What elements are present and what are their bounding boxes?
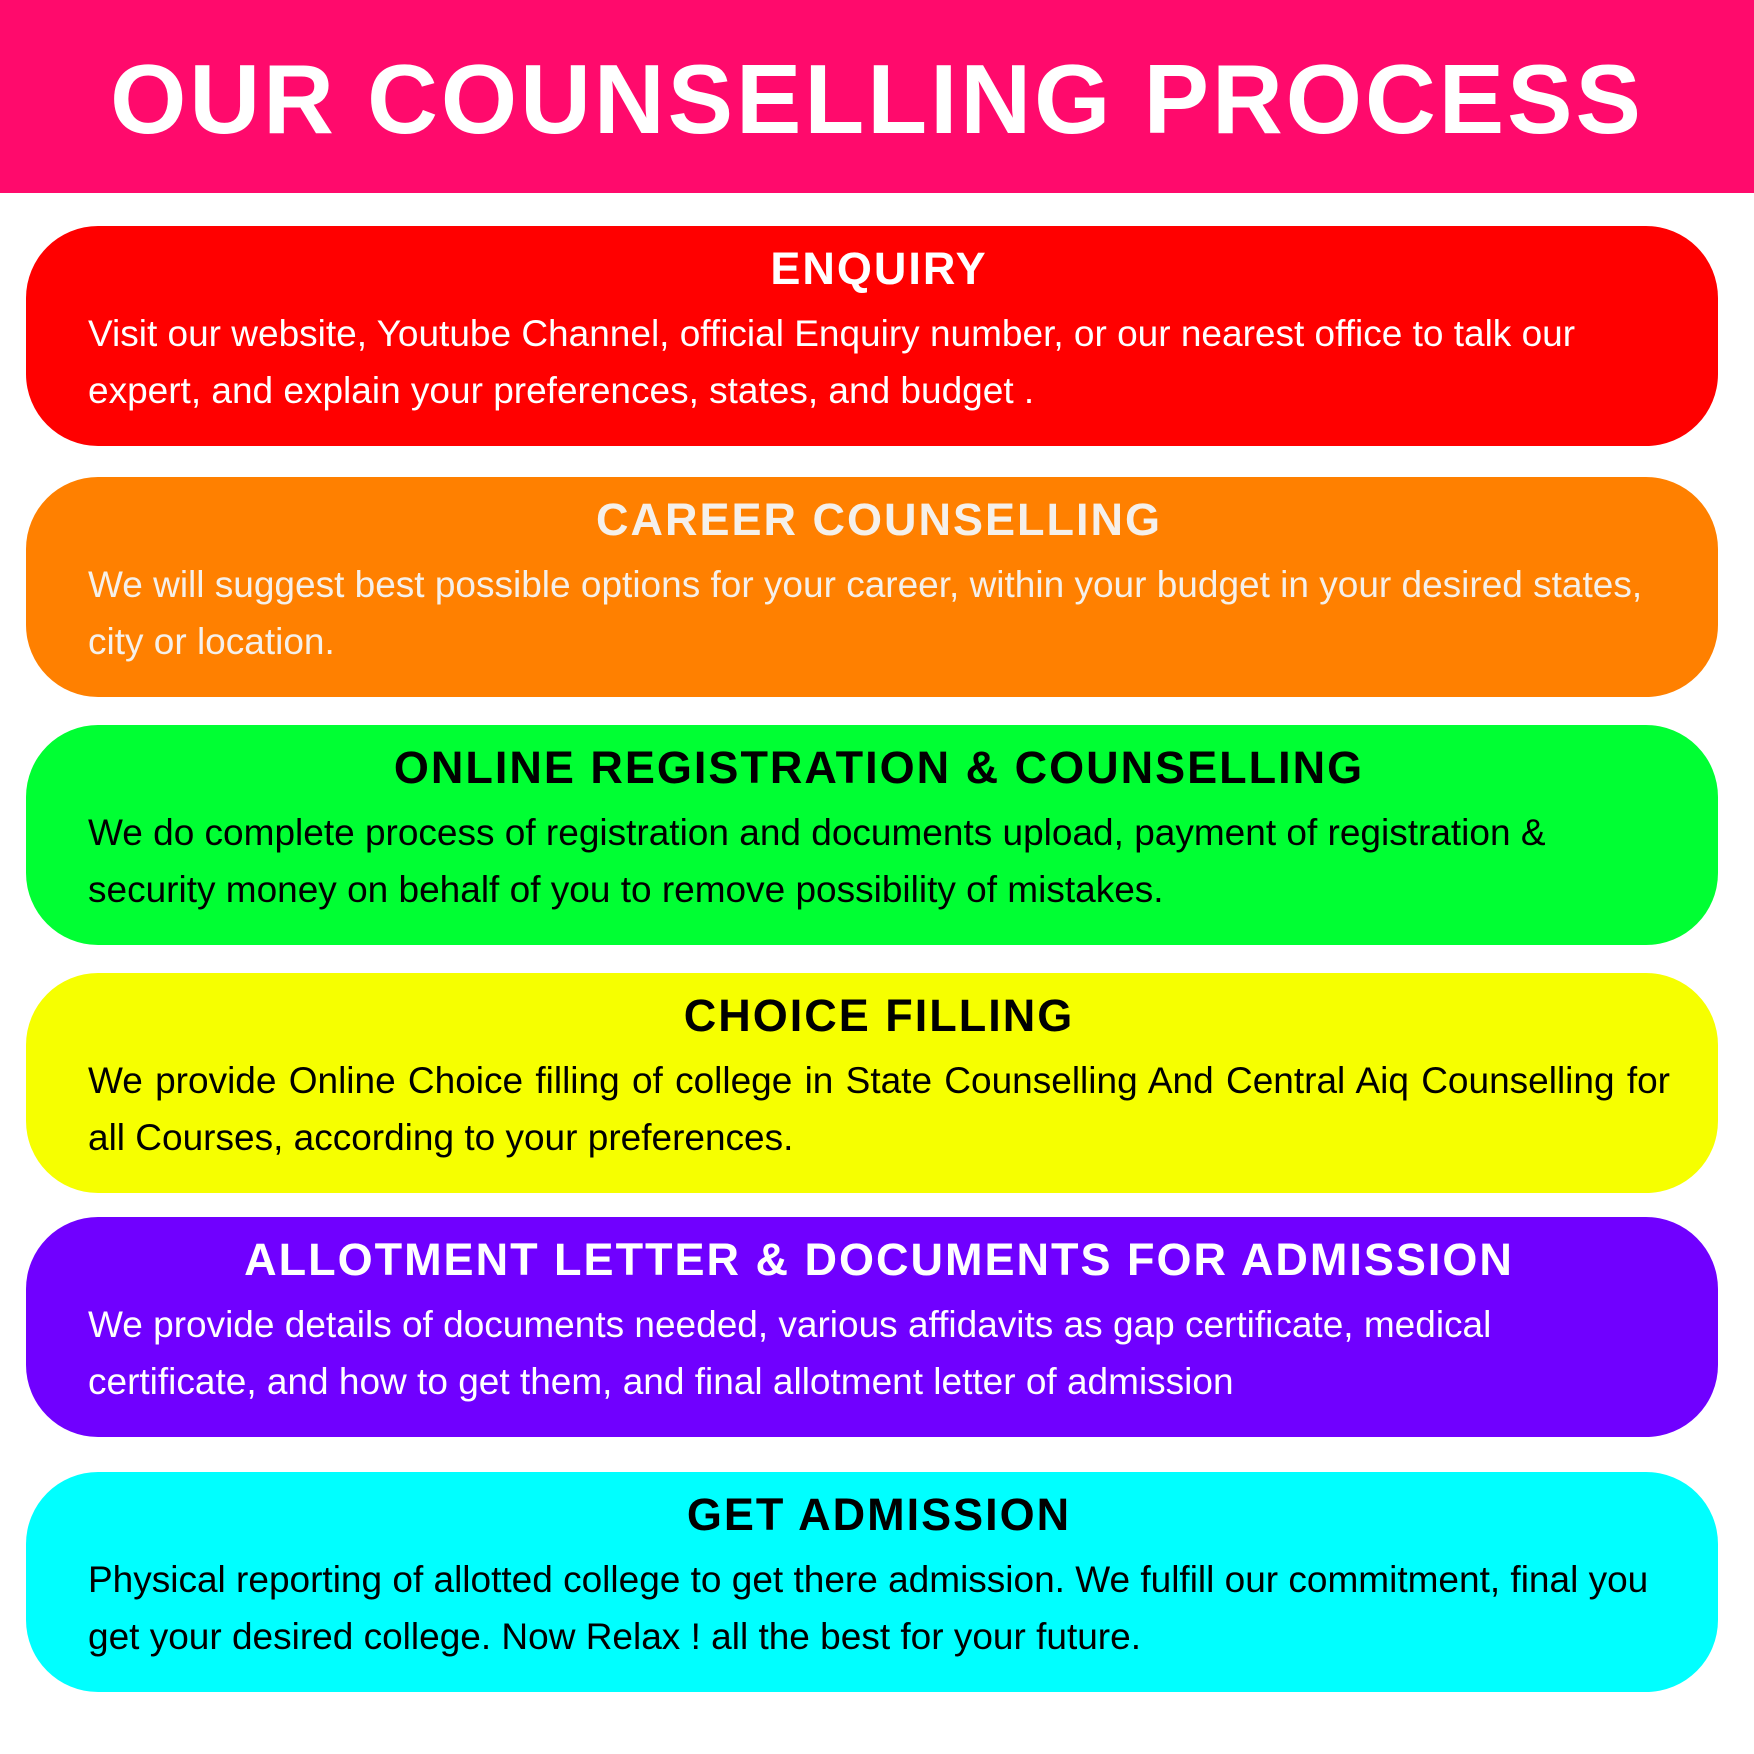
step-title: CAREER COUNSELLING [595, 494, 1163, 545]
step-online-registration: ONLINE REGISTRATION & COUNSELLING We do … [26, 725, 1718, 945]
step-title: ALLOTMENT LETTER & DOCUMENTS FOR ADMISSI… [244, 1234, 1514, 1285]
step-title: GET ADMISSION [686, 1489, 1072, 1540]
step-career-counselling: CAREER COUNSELLING We will suggest best … [26, 477, 1718, 697]
step-choice-filling: CHOICE FILLING We provide Online Choice … [26, 973, 1718, 1193]
step-enquiry: ENQUIRY Visit our website, Youtube Chann… [26, 226, 1718, 446]
page-title: OUR COUNSELLING PROCESS [110, 43, 1644, 154]
step-description: Visit our website, Youtube Channel, offi… [88, 313, 1576, 411]
step-title: CHOICE FILLING [683, 990, 1075, 1041]
step-description: Physical reporting of allotted college t… [88, 1559, 1649, 1657]
step-description: We do complete process of registration a… [88, 812, 1546, 910]
step-allotment-letter: ALLOTMENT LETTER & DOCUMENTS FOR ADMISSI… [26, 1217, 1718, 1437]
header-banner: OUR COUNSELLING PROCESS [0, 0, 1754, 193]
step-title: ONLINE REGISTRATION & COUNSELLING [393, 742, 1365, 793]
step-title: ENQUIRY [770, 243, 988, 294]
step-get-admission: GET ADMISSION Physical reporting of allo… [26, 1472, 1718, 1692]
step-description: We provide details of documents needed, … [88, 1304, 1492, 1402]
step-description: We will suggest best possible options fo… [88, 564, 1643, 662]
step-description: We provide Online Choice filling of coll… [88, 1060, 1670, 1158]
